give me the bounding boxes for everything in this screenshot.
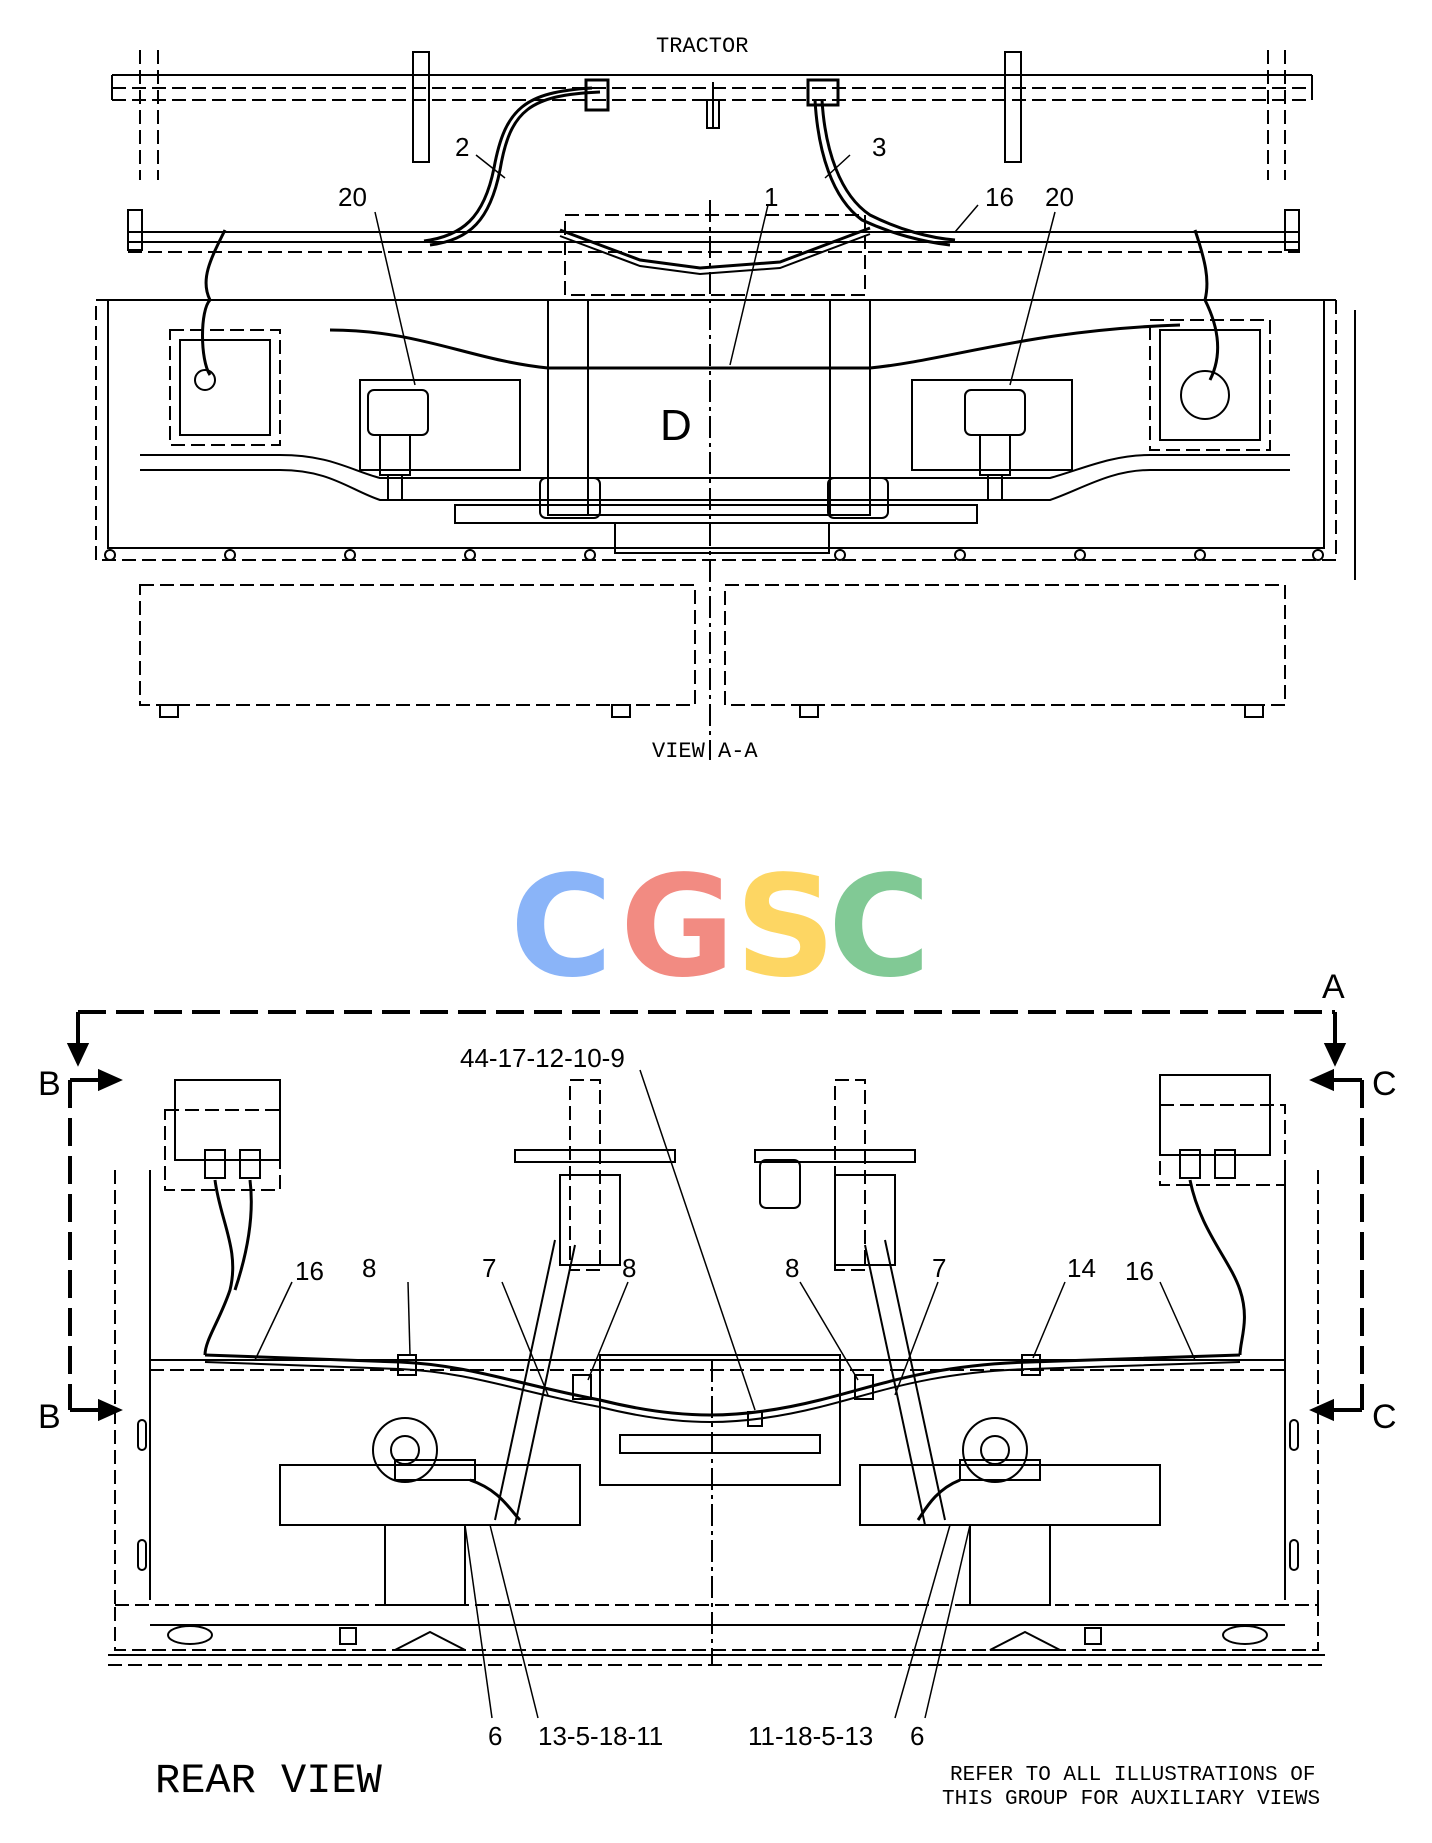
callout-14: 14	[1067, 1253, 1096, 1283]
hoses-2-3	[423, 78, 956, 247]
right-motor	[916, 1417, 1041, 1521]
callout-8-b: 8	[622, 1253, 636, 1283]
top-view: TRACTOR	[95, 34, 1356, 764]
callout-harness-group: 44-17-12-10-9	[460, 1043, 625, 1073]
cgsc-logo: C G S C	[510, 846, 931, 1009]
main-frame: D	[95, 200, 1356, 760]
callout-7-right: 7	[932, 1253, 946, 1283]
view-a-a-label: VIEW A-A	[652, 739, 758, 764]
callout-16-left: 16	[295, 1256, 324, 1286]
callout-8-c: 8	[785, 1253, 799, 1283]
view-marker-a: A	[1322, 968, 1345, 1006]
logo-letter-g: G	[620, 846, 735, 1009]
right-solenoid-assembly	[911, 229, 1271, 500]
callout-7-left: 7	[482, 1253, 496, 1283]
callout-6-right: 6	[910, 1721, 924, 1751]
section-letter-d: D	[660, 401, 692, 450]
harness-clips	[397, 1354, 1041, 1427]
callout-8-a: 8	[362, 1253, 376, 1283]
callout-16-right: 16	[1125, 1256, 1154, 1286]
upper-harness-bar	[127, 209, 1300, 296]
note-line-2: THIS GROUP FOR AUXILIARY VIEWS	[942, 1788, 1320, 1811]
bolt-holes	[104, 549, 1324, 561]
section-c-line	[1309, 1068, 1364, 1422]
left-side-box	[164, 1079, 281, 1356]
view-marker-b-bottom: B	[38, 1398, 61, 1436]
view-marker-c-top: C	[1372, 1065, 1397, 1103]
rear-view: A B B C C	[38, 968, 1397, 1811]
top-leaders	[374, 154, 1056, 386]
rear-leaders	[254, 1069, 1196, 1719]
section-b-line	[68, 1068, 123, 1422]
logo-letter-c2: C	[828, 846, 931, 1009]
right-side-box	[1159, 1074, 1286, 1356]
callout-20-left: 20	[338, 182, 367, 212]
lower-boxes	[139, 584, 1286, 718]
rear-main-harness	[204, 1353, 1241, 1417]
callout-1: 1	[764, 182, 778, 212]
tractor-frame	[111, 50, 1313, 180]
callout-3: 3	[872, 132, 886, 162]
callout-16-top: 16	[985, 182, 1014, 212]
upper-masts	[514, 1079, 916, 1271]
view-marker-b-top: B	[38, 1065, 61, 1103]
left-motor	[372, 1417, 522, 1522]
logo-letter-s: S	[735, 846, 836, 1009]
rear-body	[108, 1170, 1325, 1666]
section-a-line	[66, 1010, 1347, 1067]
callout-group-left: 13-5-18-11	[538, 1721, 663, 1751]
logo-letter-c1: C	[510, 846, 613, 1009]
callout-20-right: 20	[1045, 182, 1074, 212]
left-solenoid-assembly	[169, 229, 521, 500]
note-line-1: REFER TO ALL ILLUSTRATIONS OF	[950, 1764, 1315, 1787]
tractor-label: TRACTOR	[656, 34, 748, 59]
bottom-brackets	[167, 1625, 1268, 1645]
rear-view-title: REAR VIEW	[155, 1757, 383, 1805]
view-marker-c-bottom: C	[1372, 1398, 1397, 1436]
diagonal-cylinders	[494, 1239, 946, 1526]
callout-group-right: 11-18-5-13	[748, 1721, 873, 1751]
callout-6-left: 6	[488, 1721, 502, 1751]
callout-2: 2	[455, 132, 469, 162]
harness-1	[329, 323, 1181, 370]
rear-main-harness-2	[204, 1361, 1241, 1423]
